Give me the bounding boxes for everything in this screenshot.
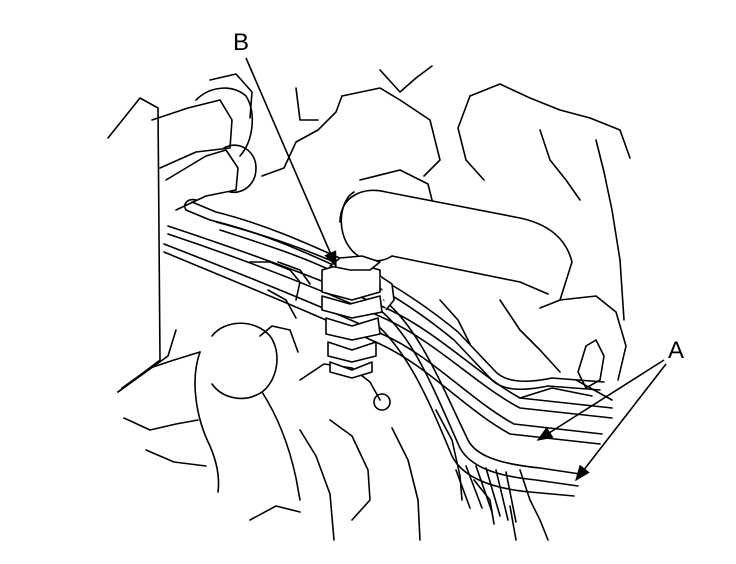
callout-b-label: B [233, 29, 249, 56]
callout-a-label: A [668, 337, 684, 364]
line-clamp [321, 255, 395, 379]
engine-background-outline [107, 65, 631, 541]
callout-b-leader [245, 57, 337, 268]
callout-b: B [233, 29, 337, 268]
callout-a-leader-upper [536, 359, 665, 441]
callout-a: A [536, 337, 684, 482]
line-bundle [163, 198, 613, 523]
callout-a-leader-lower [575, 363, 667, 482]
